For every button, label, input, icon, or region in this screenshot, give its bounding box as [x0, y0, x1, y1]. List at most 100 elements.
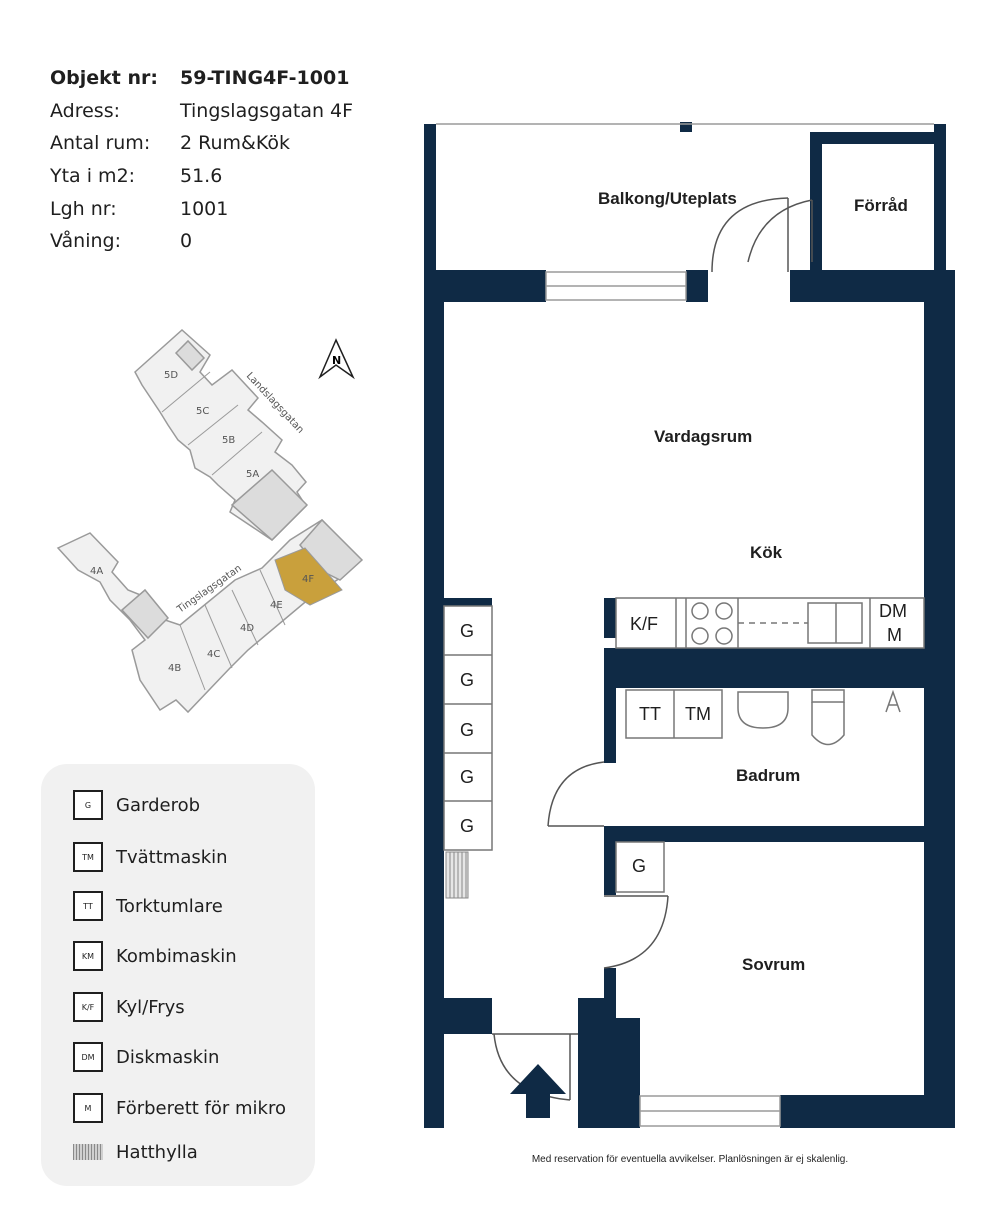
legend-code-box: DM: [73, 1042, 103, 1072]
info-value: 1001: [180, 197, 229, 220]
unit-divider: [204, 604, 233, 669]
info-label: Objekt nr:: [50, 67, 158, 90]
info-value: Tingslagsgatan 4F: [180, 99, 354, 122]
legend-code-box: G: [73, 790, 103, 820]
hat-shelf: [445, 851, 469, 899]
info-row-address: Adress: Tingslagsgatan 4F: [50, 95, 353, 128]
kitchen-sink-icon: [807, 602, 863, 644]
unit-label-4b: 4B: [168, 663, 181, 674]
disclaimer: Med reservation för eventuella avvikelse…: [531, 1154, 849, 1165]
unit-divider: [187, 404, 239, 446]
wardrobe-label: G: [460, 767, 474, 787]
legend-item: K/F Kyl/Frys: [73, 990, 185, 1024]
legend-code-box: KM: [73, 941, 103, 971]
fridge-label: K/F: [630, 614, 658, 634]
info-row-apartment: Lgh nr: 1001: [50, 192, 353, 225]
info-label: Lgh nr:: [50, 197, 117, 220]
legend-code-box: M: [73, 1093, 103, 1123]
building-block-5: [134, 328, 307, 541]
legend-label: Tvättmaskin: [116, 846, 228, 868]
highlighted-unit-4f: [274, 547, 343, 606]
info-label: Våning:: [50, 230, 121, 253]
legend-item: DM Diskmaskin: [73, 1040, 219, 1074]
legend-code-box: TM: [73, 842, 103, 872]
legend-label: Garderob: [116, 794, 201, 816]
unit-label-5c: 5C: [196, 406, 209, 417]
room-label-living: Vardagsrum: [654, 427, 752, 446]
unit-label-5d: 5D: [164, 370, 178, 381]
unit-label-4e: 4E: [270, 600, 283, 611]
microwave-label: M: [887, 625, 902, 645]
legend-code-box: K/F: [73, 992, 103, 1022]
washer-label: TM: [685, 704, 711, 724]
legend-label: Hatthylla: [116, 1141, 198, 1163]
door-swing: [603, 895, 669, 969]
legend-item: M Förberett för mikro: [73, 1091, 286, 1125]
unit-label-4a: 4A: [90, 566, 103, 577]
room-label-bedroom: Sovrum: [742, 955, 805, 974]
room-label-kitchen: Kök: [750, 543, 783, 562]
door-swing: [493, 1033, 571, 1101]
unit-divider: [161, 371, 211, 413]
hatch-swatch-icon: [73, 1144, 103, 1160]
stove-burner-icon: [691, 602, 709, 620]
dishwasher-label: DM: [879, 601, 907, 621]
legend-panel: G Garderob TM Tvättmaskin TT Torktumlare…: [41, 764, 315, 1186]
legend-item: TM Tvättmaskin: [73, 840, 228, 874]
room-label-storage: Förråd: [854, 196, 908, 215]
wardrobe-bedroom: [615, 841, 665, 893]
legend-label: Kyl/Frys: [116, 996, 185, 1018]
info-value: 0: [180, 230, 193, 253]
door-swing: [711, 197, 789, 273]
info-value: 2 Rum&Kök: [180, 132, 290, 155]
entrance-arrow-icon: [510, 1064, 566, 1118]
legend-item: Hatthylla: [73, 1135, 198, 1169]
info-label: Antal rum:: [50, 132, 151, 155]
stair-icon: [174, 339, 206, 372]
legend-code-box: TT: [73, 891, 103, 921]
info-label: Yta i m2:: [50, 165, 136, 188]
legend-label: Förberett för mikro: [116, 1097, 286, 1119]
wardrobe-label: G: [460, 816, 474, 836]
info-row-object: Objekt nr: 59-TING4F-1001: [50, 62, 353, 95]
north-label: N: [332, 354, 341, 367]
info-value: 59-TING4F-1001: [180, 67, 350, 90]
unit-divider: [179, 624, 206, 691]
toilet-icon: [811, 689, 845, 703]
shower-icon: [885, 689, 901, 713]
unit-label-4c: 4C: [207, 649, 220, 660]
wardrobe-label: G: [632, 856, 646, 876]
info-row-area: Yta i m2: 51.6: [50, 160, 353, 193]
building-block-4: [56, 519, 362, 714]
legend-label: Diskmaskin: [116, 1046, 220, 1068]
legend-item: KM Kombimaskin: [73, 939, 237, 973]
info-value: 51.6: [180, 165, 223, 188]
unit-label-5b: 5B: [222, 435, 235, 446]
info-label: Adress:: [50, 99, 121, 122]
legend-label: Kombimaskin: [116, 945, 237, 967]
washbasin-icon: [737, 691, 789, 729]
info-row-floor: Våning: 0: [50, 225, 353, 258]
balcony-window: [545, 271, 687, 301]
building-annex-5: [230, 468, 309, 542]
wardrobe-label: G: [460, 621, 474, 641]
property-info: Objekt nr: 59-TING4F-1001 Adress: Tingsl…: [50, 62, 353, 258]
unit-label-5a: 5A: [246, 469, 259, 480]
unit-label-4d: 4D: [240, 623, 254, 634]
wardrobe-label: G: [460, 670, 474, 690]
info-row-rooms: Antal rum: 2 Rum&Kök: [50, 127, 353, 160]
legend-label: Torktumlare: [116, 895, 223, 917]
unit-label-4f: 4F: [302, 574, 314, 585]
room-label-balcony: Balkong/Uteplats: [598, 189, 737, 208]
dryer-label: TT: [639, 704, 661, 724]
wardrobe-column: [443, 605, 493, 851]
north-arrow-icon: N: [318, 338, 355, 380]
door-swing: [547, 761, 605, 827]
room-label-bathroom: Badrum: [736, 766, 800, 785]
unit-divider: [231, 589, 259, 646]
stair-icon: [120, 588, 170, 640]
bedroom-window: [639, 1095, 781, 1127]
building-annex-4: [299, 518, 364, 581]
plan-walls: [424, 122, 955, 1128]
laundry-units: [625, 689, 723, 739]
